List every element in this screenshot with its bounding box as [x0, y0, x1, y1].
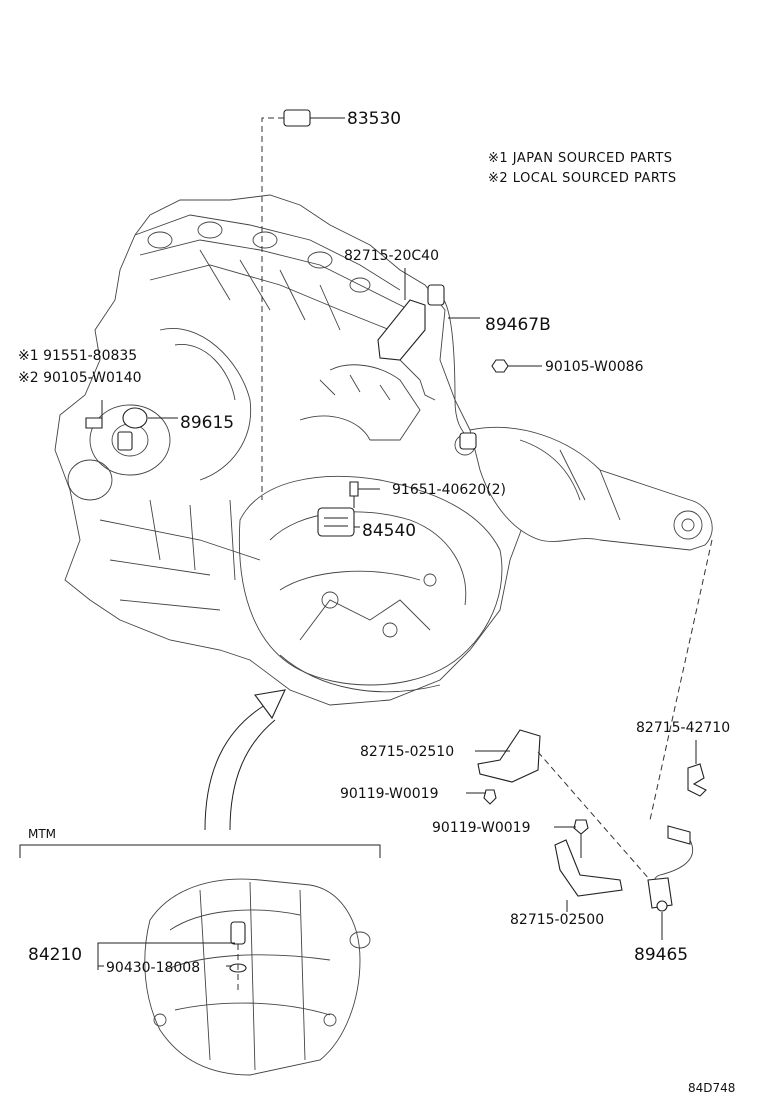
note-local-sourced: ※2 LOCAL SOURCED PARTS [488, 171, 677, 186]
figure-id: 84D748 [688, 1081, 735, 1095]
label-89615: 89615 [180, 413, 234, 433]
label-89465: 89465 [634, 945, 688, 965]
label-90119-w0019-b: 90119-W0019 [432, 820, 531, 836]
bracket-82715-02500 [554, 839, 623, 897]
section-label-mtm: MTM [28, 827, 56, 841]
engine-assembly-drawing [54, 194, 526, 706]
label-82715-02500: 82715-02500 [510, 912, 604, 928]
label-90430-18008: 90430-18008 [106, 960, 200, 976]
label-91551-80835: ※1 91551-80835 [18, 348, 137, 364]
oil-pressure-switch-83530 [261, 109, 330, 500]
o2-sensor-89465 [647, 539, 713, 912]
label-90119-w0019-a: 90119-W0019 [340, 786, 439, 802]
label-91651-40620: 91651-40620(2) [392, 482, 506, 498]
label-84210: 84210 [28, 945, 82, 965]
label-82715-02510: 82715-02510 [360, 744, 454, 760]
bracket-82715-20c40 [377, 299, 436, 401]
label-90105-w0086: 90105-W0086 [545, 359, 644, 375]
label-82715-42710: 82715-42710 [636, 720, 730, 736]
bolt-90119-w0019-b [573, 819, 589, 858]
neutral-start-switch-84540 [317, 481, 359, 537]
mtm-inset-drawing [19, 844, 381, 1076]
leader-lines [97, 117, 663, 970]
bracket-82715-02510 [477, 729, 651, 881]
part-labels: 83530 ※1 JAPAN SOURCED PARTS ※2 LOCAL SO… [18, 109, 735, 1095]
label-82715-20c40: 82715-20C40 [344, 248, 439, 264]
label-84540: 84540 [362, 521, 416, 541]
bolt-90105-w0086 [491, 359, 509, 373]
bolt-90119-w0019-a [483, 789, 497, 805]
label-89467b: 89467B [485, 315, 551, 335]
label-83530: 83530 [347, 109, 401, 129]
pointer-arrow [204, 689, 286, 831]
exhaust-pipe-drawing [454, 426, 713, 551]
label-90105-w0140: ※2 90105-W0140 [18, 370, 142, 386]
bracket-82715-42710 [687, 740, 707, 797]
note-japan-sourced: ※1 JAPAN SOURCED PARTS [488, 151, 673, 166]
crank-sensor-89615 [85, 407, 148, 451]
af-sensor-89467b [427, 284, 477, 450]
